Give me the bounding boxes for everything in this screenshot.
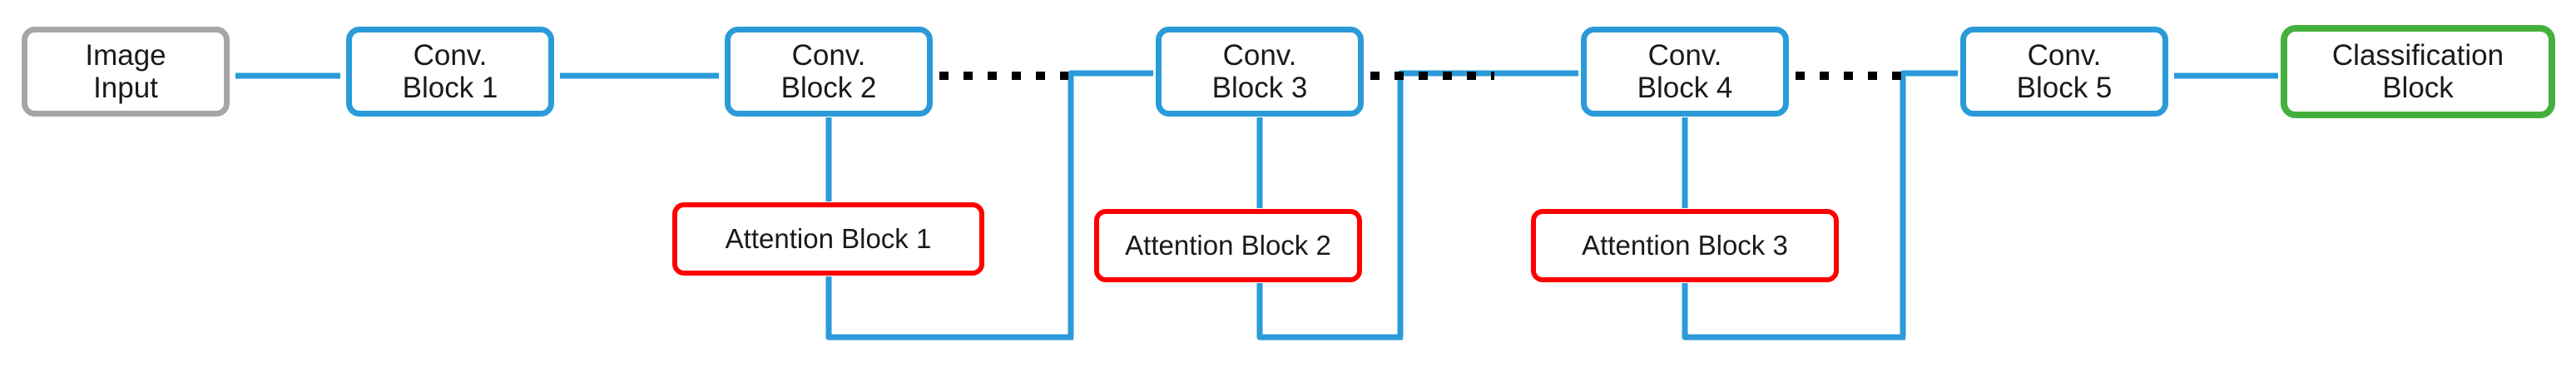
node-conv-block-2-line1: Conv. xyxy=(791,38,866,72)
node-conv-block-2[interactable]: Conv. Block 2 xyxy=(725,27,933,117)
node-conv-block-4-line2: Block 4 xyxy=(1637,72,1733,104)
edge-bus3-riser xyxy=(1900,70,1958,337)
node-classification-block-line1: Classification xyxy=(2331,38,2504,72)
node-conv-block-1-line2: Block 1 xyxy=(402,72,498,104)
node-conv-block-1[interactable]: Conv. Block 1 xyxy=(346,27,554,117)
node-attention-block-2-label: Attention Block 2 xyxy=(1125,229,1331,261)
node-conv-block-5-line2: Block 5 xyxy=(2016,72,2113,104)
edge-attention1-to-bus xyxy=(825,276,1073,341)
node-attention-block-2[interactable]: Attention Block 2 xyxy=(1094,209,1362,282)
node-image-input[interactable]: Image Input xyxy=(22,27,230,117)
node-conv-block-3[interactable]: Conv. Block 3 xyxy=(1156,27,1364,117)
edge-bus1-riser xyxy=(1068,70,1153,337)
node-attention-block-3[interactable]: Attention Block 3 xyxy=(1531,209,1839,282)
node-attention-block-1-label: Attention Block 1 xyxy=(725,222,932,254)
node-conv-block-5-line1: Conv. xyxy=(2027,38,2102,72)
node-attention-block-1[interactable]: Attention Block 1 xyxy=(672,202,984,276)
edge-attention3-to-bus xyxy=(1682,283,1905,341)
node-attention-block-3-label: Attention Block 3 xyxy=(1582,229,1788,261)
node-conv-block-3-line1: Conv. xyxy=(1222,38,1297,72)
node-conv-block-1-line1: Conv. xyxy=(413,38,488,72)
node-image-input-line2: Input xyxy=(93,72,158,104)
node-classification-block-line2: Block xyxy=(2382,72,2454,104)
edge-bus2-riser xyxy=(1397,70,1578,337)
node-image-input-line1: Image xyxy=(85,38,166,72)
node-classification-block[interactable]: Classification Block xyxy=(2281,25,2555,118)
node-conv-block-2-line2: Block 2 xyxy=(780,72,877,104)
node-conv-block-4-line1: Conv. xyxy=(1647,38,1722,72)
edge-attention2-to-bus xyxy=(1256,283,1403,341)
node-conv-block-5[interactable]: Conv. Block 5 xyxy=(1960,27,2168,117)
node-conv-block-4[interactable]: Conv. Block 4 xyxy=(1581,27,1789,117)
node-conv-block-3-line2: Block 3 xyxy=(1211,72,1308,104)
